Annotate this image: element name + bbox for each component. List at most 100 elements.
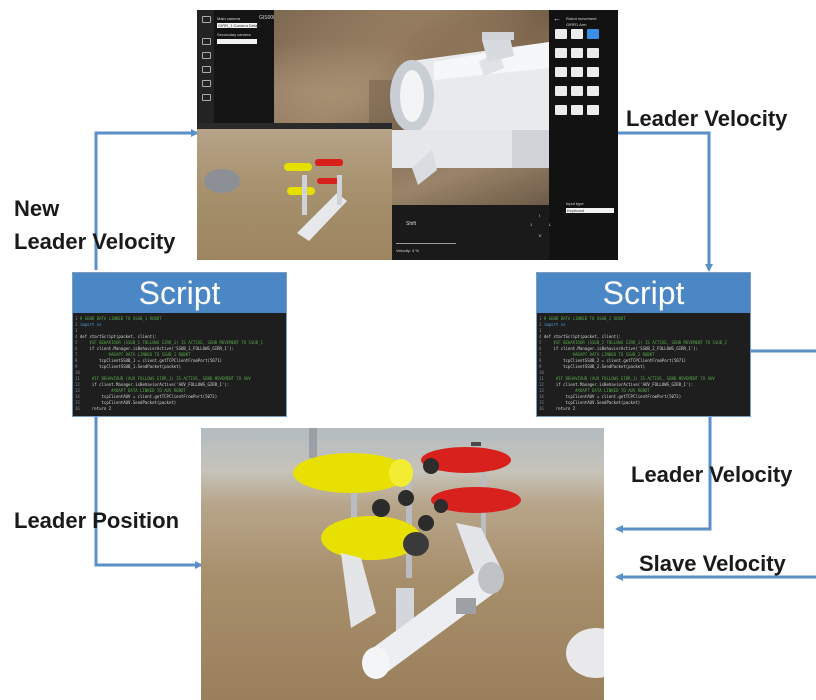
move-button-5[interactable] [571,67,583,77]
simulator-screenshot: Main camera GIRR_1 Camera Default Second… [197,10,618,260]
move-button-4[interactable] [555,67,567,77]
code-text: tcpClientSSUB_2 = client.getTCPClientFro… [543,358,686,363]
line-number: 7 [75,352,78,357]
code-line: 1 # SEND DATA LINKED TO SSUB_2 ROBOT [539,316,626,321]
label-new-leader-velocity: Leader Velocity [14,229,176,254]
line-number: 4 [539,334,542,339]
yellow-robot-top [293,453,413,493]
label-slave-velocity: Slave Velocity [639,551,786,576]
settings-icon[interactable] [202,66,211,73]
code-text: tcpClientAUV = client.getTCPClientFromPo… [546,394,682,399]
code-line: 6 if client.Manager.isBehaviorActive('SS… [539,346,698,351]
code-text: return 2 [82,406,112,411]
seabed-scene [197,123,392,241]
line-number: 1 [539,316,542,321]
code-text: #ADAPT DATA LINKED TO SSUB_1 ROBOT [79,352,191,357]
velocity-slider[interactable] [396,243,456,244]
code-line: 4 def startScript(packet, client): [75,334,157,339]
pipe-scene [369,32,549,132]
grid-icon[interactable] [202,94,211,101]
move-button-3[interactable] [587,48,599,58]
code-line: 8 tcpClientSSUB_2 = client.getTCPClientF… [539,358,686,363]
line-number: 4 [75,334,78,339]
input-type-select[interactable] [566,208,614,213]
add-icon[interactable] [202,38,211,45]
line-number: 8 [539,358,542,363]
move-button-1[interactable] [555,48,567,58]
label-new: New [14,196,60,221]
pipe-closeup-view [392,130,549,205]
robots-scene [293,428,604,679]
line-number: 16 [539,406,544,411]
code-text: #ADAPT DATA LINKED TO SSUB_2 ROBOT [543,352,655,357]
label-leader-velocity-bottom: Leader Velocity [631,462,793,487]
code-text: #ADAPT DATA LINKED TO AUV ROBOT [546,388,650,393]
code-line: 10 [75,370,82,375]
robot-movement-title: Robot movement [566,16,597,21]
key-i[interactable]: I [539,213,541,218]
line-number: 10 [539,370,544,375]
arm-button-2[interactable] [571,29,583,39]
code-text: tcpClientAUV.SendPacket(packet) [82,400,177,405]
left-script-title: Script [73,273,286,313]
code-line: 5 #IF BEHAVIOUR (SSUB_2 FOLLOWS GIRR_1) … [539,340,727,345]
right-script-title: Script [537,273,750,313]
code-line: 14 tcpClientAUV = client.getTCPClientFro… [75,394,217,399]
key-k[interactable]: K [539,233,542,238]
arrow-leader-position [94,415,203,569]
shift-button[interactable]: Shift [406,221,417,227]
line-number: 5 [539,340,542,345]
back-arrow-icon[interactable]: ← [553,14,561,23]
code-text: def startScript(packet, client): [543,334,621,339]
move-button-10[interactable] [555,105,567,115]
move-button-2[interactable] [571,48,583,58]
line-number: 9 [539,364,542,369]
line-number: 2 [75,322,78,327]
code-line: 16 return 2 [539,406,575,411]
menu-icon[interactable] [202,16,211,23]
arm-label: GIRR1 Arm [566,22,587,27]
secondary-camera-label: Secondary camera [217,32,251,37]
code-line: 3 [539,328,544,333]
move-button-6[interactable] [587,67,599,77]
move-button-11[interactable] [571,105,583,115]
line-number: 14 [75,394,80,399]
code-line: 13 #ADAPT DATA LINKED TO AUV ROBOT [539,388,650,393]
move-button-7[interactable] [555,86,567,96]
code-line: 5 #IF BEHAVIOUR (SSUB_1 FOLLOWS GIRR_1) … [75,340,263,345]
line-number: 15 [539,400,544,405]
code-text: tcpClientSSUB_2.SendPacket(packet) [543,364,645,369]
seabed-camera-view [197,123,392,260]
main-camera-select[interactable] [217,23,257,28]
code-line: 12 if client.Manager.isBehaviorActive('A… [75,382,229,387]
key-j[interactable]: J [530,222,532,227]
code-text: tcpClientAUV.SendPacket(packet) [546,400,641,405]
camera-panel: Main camera GIRR_1 Camera Default Second… [214,10,279,130]
code-text: #IF BEHAVIOUR (AUV FOLLOWS GIRR_1) IS AC… [546,376,715,381]
line-number: 12 [539,382,544,387]
move-button-8[interactable] [571,86,583,96]
line-number: 9 [75,364,78,369]
arrow-new-leader-velocity [94,129,199,270]
eye-icon[interactable] [202,52,211,59]
move-button-9[interactable] [587,86,599,96]
line-number: 15 [75,400,80,405]
arm-button-1[interactable] [555,29,567,39]
code-line: 3 [75,328,80,333]
code-line: 15 tcpClientAUV.SendPacket(packet) [539,400,640,405]
line-number: 3 [539,328,542,333]
code-line: 4 def startScript(packet, client): [539,334,621,339]
move-button-12[interactable] [587,105,599,115]
arm-button-3[interactable] [587,29,599,39]
secondary-camera-select[interactable] [217,39,257,44]
key-l[interactable]: L [549,222,552,227]
info-icon[interactable] [202,80,211,87]
simulator-sidebar [197,10,214,130]
line-number: 12 [75,382,80,387]
yellow-robot-bottom [321,516,429,560]
line-number: 1 [75,316,78,321]
code-line: 7 #ADAPT DATA LINKED TO SSUB_2 ROBOT [539,352,655,357]
line-number: 13 [539,388,544,393]
